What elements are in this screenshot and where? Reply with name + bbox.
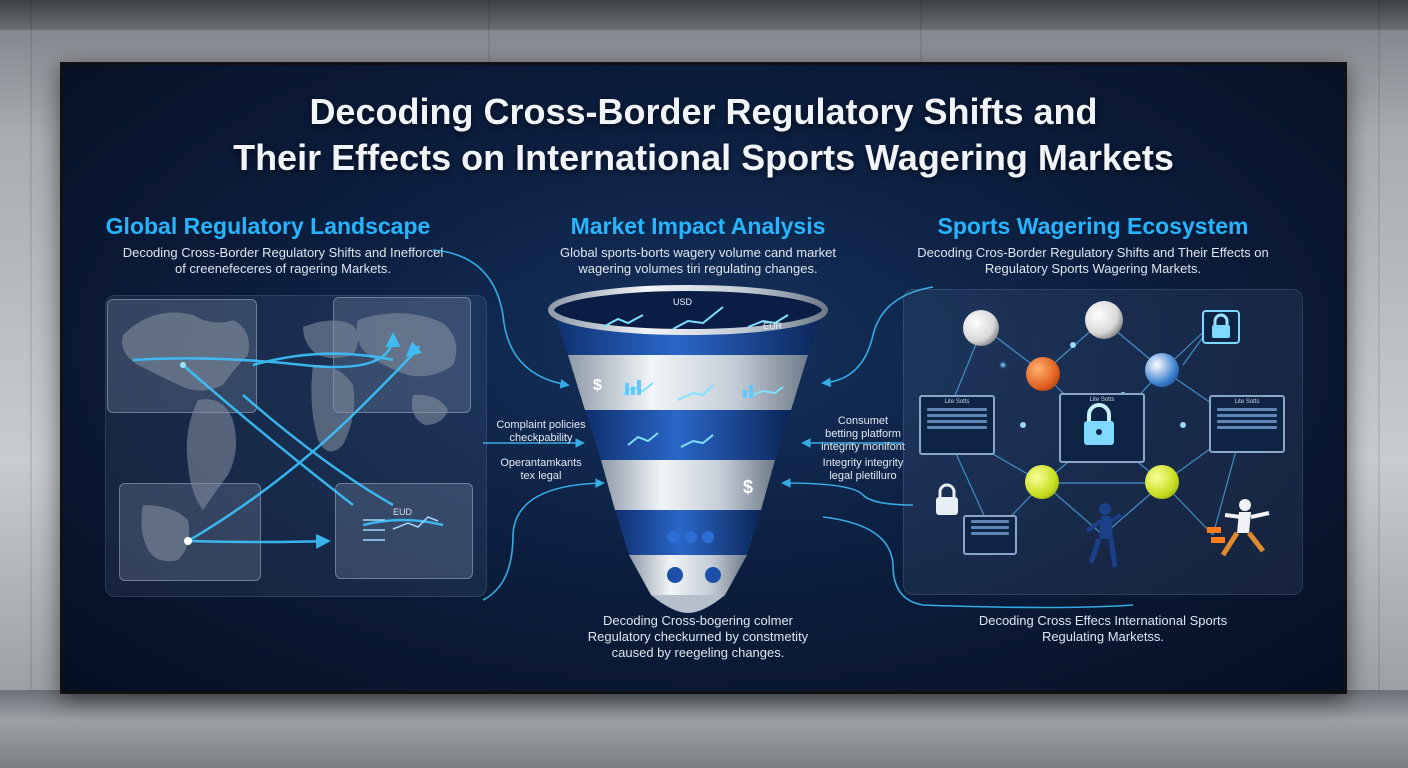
label-integrity: Integrity integrity legal pletilluro [807, 457, 919, 483]
label-line: checkpability [509, 432, 573, 444]
funnel-dollar-icon: $ [743, 477, 754, 497]
label-line: legal pletilluro [829, 470, 897, 482]
footer-line: Decoding Cross-bogering colmer [602, 613, 794, 628]
map-routes [132, 332, 444, 549]
main-title-line1: Decoding Cross-Border Regulatory Shifts … [309, 91, 1098, 132]
label-line: integrity monifont [821, 441, 905, 453]
section-title-global-regulatory: Global Regulatory Landscape [105, 213, 431, 239]
main-title-line2: Their Effects on International Sports Wa… [233, 137, 1174, 178]
section-desc-line: wagering volumes tiri regulating changes… [578, 261, 818, 276]
map-glass-card [335, 483, 473, 579]
basketball-icon [1026, 357, 1060, 391]
label-line: tex legal [520, 470, 562, 482]
section-desc-market-impact: Global sports-borts wagery volume cand m… [513, 245, 883, 277]
lock-icon [1084, 403, 1114, 445]
section-desc-line: Regulatory Sports Wagering Markets. [984, 261, 1202, 276]
section-desc-line: of creenefeceres of ragering Markets. [174, 261, 392, 276]
section-desc-line: Decoding Cros-Border Regulatory Shifts a… [917, 245, 1269, 260]
display-screen: Decoding Cross-Border Regulatory Shifts … [60, 62, 1347, 694]
tennis-ball-icon [1025, 465, 1059, 499]
funnel-icons [667, 531, 721, 583]
label-line: betting platform [825, 428, 901, 440]
wall-seam [1378, 0, 1380, 768]
tennis-ball-icon [1145, 465, 1179, 499]
betting-monitor: Lite Sotts [1209, 395, 1285, 453]
funnel-usd-label: USD [673, 297, 693, 307]
map-node [184, 537, 192, 545]
section-desc-line: Global sports-borts wagery volume cand m… [559, 245, 836, 260]
soccer-ball-icon [1085, 301, 1123, 339]
soccer-ball-blue-icon [1145, 353, 1179, 387]
connector-lines [432, 249, 1134, 609]
monitor-label: Lite Sotts [1089, 397, 1115, 403]
label-line: Consumet [837, 415, 889, 427]
main-title: Decoding Cross-Border Regulatory Shifts … [63, 89, 1344, 181]
section-title-market-impact: Market Impact Analysis [570, 213, 826, 239]
monitor-label: Lite Sotts [1234, 399, 1260, 405]
label-line: Complaint policies [496, 419, 586, 431]
funnel-dollar-icon: $ [593, 377, 602, 394]
footer-line: Regulating Marketss. [1041, 629, 1165, 644]
athlete-icon [1207, 499, 1270, 557]
lock-icon [936, 483, 958, 515]
funnel-eur-label: EUR [763, 321, 783, 331]
monitor-label: Lite Sotts [944, 399, 970, 405]
section-desc-sports-ecosystem: Decoding Cros-Border Regulatory Shifts a… [893, 245, 1293, 277]
funnel-bars [625, 380, 753, 398]
footer-line: Regulatory checkurned by constmetity [587, 629, 809, 644]
wall-seam [30, 0, 32, 768]
footer-line: caused by reegeling changes. [611, 645, 785, 660]
label-line: Operantamkants [500, 457, 582, 469]
section-title-sports-ecosystem: Sports Wagering Ecosystem [937, 213, 1249, 239]
floor [0, 690, 1408, 768]
left-mini-chart [363, 516, 439, 541]
map-node [180, 362, 186, 368]
soccer-ball-icon [963, 310, 999, 346]
funnel [548, 285, 828, 613]
eur-tag: EUD [393, 507, 413, 517]
right-footer: Decoding Cross Effecs International Spor… [943, 613, 1263, 645]
label-consumer: Consumet betting platform integrity moni… [807, 415, 919, 454]
betting-monitor: Lite Sotts [919, 395, 995, 455]
label-line: Integrity integrity [822, 457, 904, 469]
section-desc-global-regulatory: Decoding Cross-Border Regulatory Shifts … [83, 245, 483, 277]
center-footer: Decoding Cross-bogering colmer Regulator… [513, 613, 883, 661]
athlete-icon [1085, 503, 1123, 568]
label-compliance: Complaint policies checkpability [491, 419, 591, 445]
ceiling [0, 0, 1408, 30]
lock-icon [1202, 310, 1240, 344]
footer-line: Decoding Cross Effecs International Spor… [978, 613, 1228, 628]
section-desc-line: Decoding Cross-Border Regulatory Shifts … [122, 245, 444, 260]
label-operational: Operantamkants tex legal [491, 457, 591, 483]
betting-monitor-small [963, 515, 1017, 555]
